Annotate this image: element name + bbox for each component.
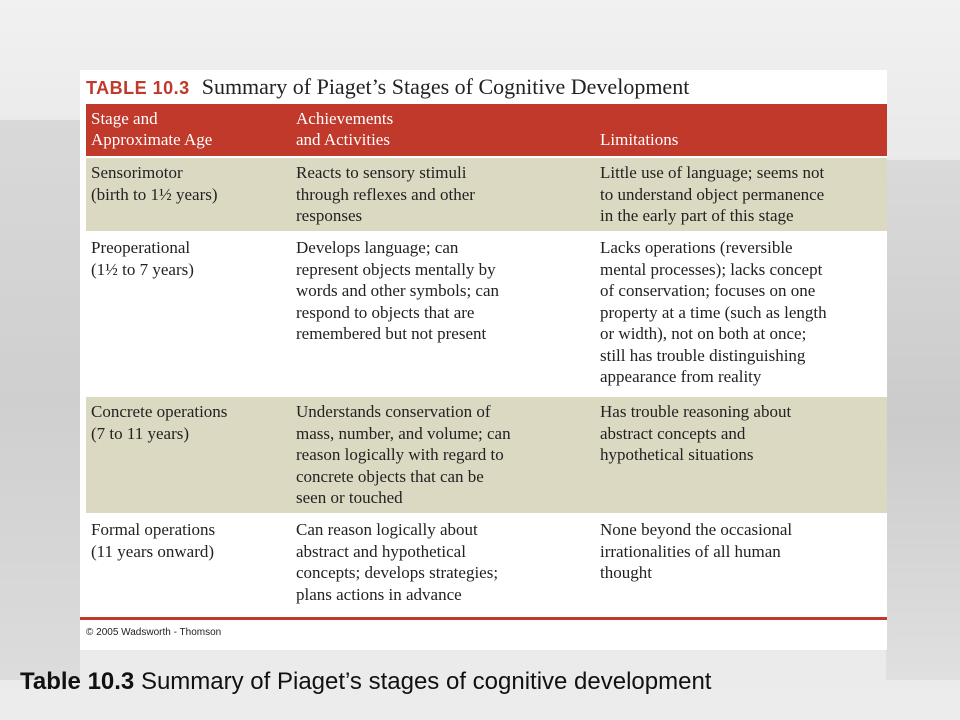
cell-stage: Sensorimotor (birth to 1½ years) bbox=[91, 163, 218, 204]
header-limitations: Limitations bbox=[600, 130, 679, 149]
table-row-concrete-operations: Concrete operations (7 to 11 years) Unde… bbox=[86, 397, 887, 513]
cell-achievements: Can reason logically about abstract and … bbox=[296, 520, 499, 604]
header-stage: Stage and Approximate Age bbox=[91, 109, 213, 149]
table-row-formal-operations: Formal operations (11 years onward) Can … bbox=[86, 515, 887, 615]
cell-limitations: None beyond the occasional irrationaliti… bbox=[600, 520, 793, 582]
table-number: TABLE 10.3 bbox=[86, 78, 190, 98]
cell-stage: Concrete operations (7 to 11 years) bbox=[91, 402, 228, 443]
background-panel-left bbox=[0, 120, 80, 680]
cell-stage: Formal operations (11 years onward) bbox=[91, 520, 216, 561]
caption-label: Table 10.3 bbox=[20, 668, 135, 695]
table-row-sensorimotor: Sensorimotor (birth to 1½ years) Reacts … bbox=[86, 158, 887, 231]
table-sheet: TABLE 10.3 Summary of Piaget’s Stages of… bbox=[80, 70, 887, 650]
header-achievements: Achievements and Activities bbox=[296, 109, 394, 149]
background-panel-right bbox=[886, 160, 960, 680]
cell-limitations: Little use of language; seems not to und… bbox=[600, 163, 825, 225]
footer-rule bbox=[80, 617, 887, 620]
cell-achievements: Understands conservation of mass, number… bbox=[296, 402, 511, 507]
cell-achievements: Develops language; can represent objects… bbox=[296, 238, 500, 343]
cell-stage: Preoperational (1½ to 7 years) bbox=[91, 238, 194, 279]
table-header-row: Stage and Approximate Age Achievements a… bbox=[86, 104, 887, 156]
table-title: TABLE 10.3 Summary of Piaget’s Stages of… bbox=[86, 74, 689, 102]
table-row-preoperational: Preoperational (1½ to 7 years) Develops … bbox=[86, 233, 887, 395]
cell-achievements: Reacts to sensory stimuli through reflex… bbox=[296, 163, 475, 225]
copyright-text: © 2005 Wadsworth - Thomson bbox=[86, 627, 222, 638]
slide-caption: Table 10.3 Summary of Piaget’s stages of… bbox=[20, 668, 711, 696]
cell-limitations: Has trouble reasoning about abstract con… bbox=[600, 402, 792, 464]
caption-text: Summary of Piaget’s stages of cognitive … bbox=[134, 668, 712, 695]
cell-limitations: Lacks operations (reversible mental proc… bbox=[600, 238, 827, 386]
table-name: Summary of Piaget’s Stages of Cognitive … bbox=[201, 74, 690, 99]
